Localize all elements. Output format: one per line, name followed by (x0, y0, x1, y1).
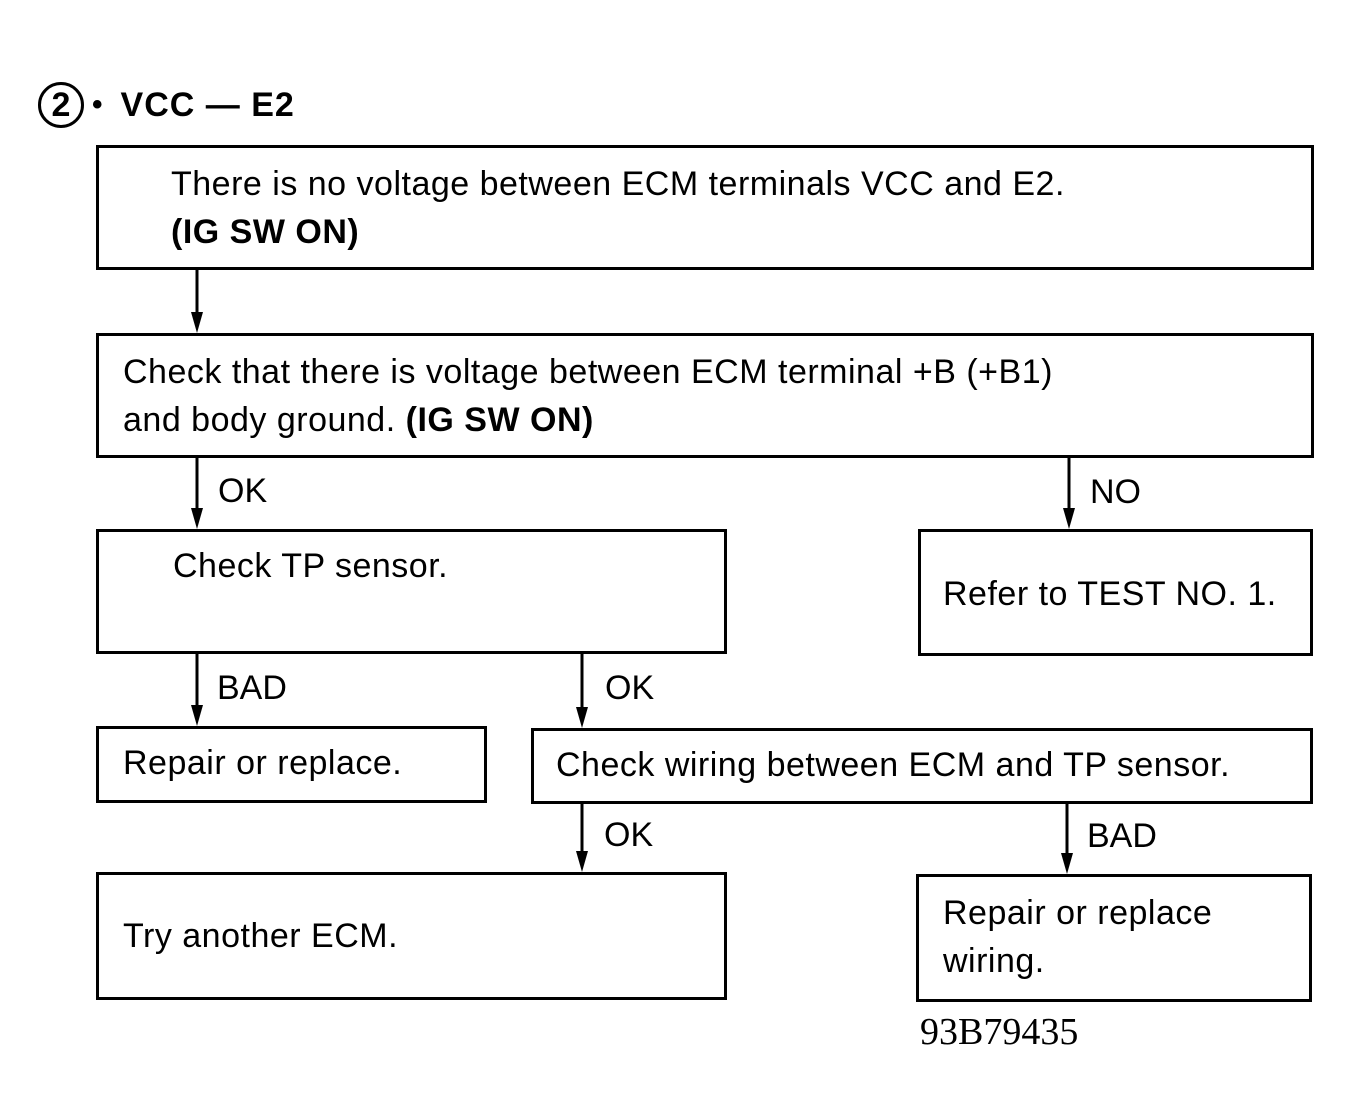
repair-replace-box: Repair or replace. (96, 726, 487, 803)
check-voltage-text-cont: and body ground. (123, 401, 396, 439)
check-wiring-box: Check wiring between ECM and TP sensor. (531, 728, 1313, 804)
check-voltage-line2: and body ground. (IG SW ON) (123, 396, 1311, 444)
arrowhead-icon (191, 312, 203, 333)
repair-wiring-box: Repair or replace wiring. (916, 874, 1312, 1002)
arrowhead-icon (191, 705, 203, 726)
bullet-icon: • (92, 88, 103, 121)
check-wiring-text: Check wiring between ECM and TP sensor. (556, 746, 1231, 784)
check-voltage-box: Check that there is voltage between ECM … (96, 333, 1314, 458)
symptom-text: There is no voltage between ECM terminal… (171, 165, 1065, 203)
repair-wiring-text: Repair or replace (943, 894, 1213, 932)
branch-label-no: NO (1090, 473, 1141, 511)
check-voltage-text: Check that there is voltage between ECM … (123, 353, 1053, 391)
refer-test-text: Refer to TEST NO. 1. (943, 575, 1277, 613)
symptom-condition: (IG SW ON) (171, 213, 360, 251)
branch-label-ok: OK (604, 816, 654, 854)
repair-wiring-text-cont: wiring. (943, 942, 1045, 980)
symptom-box: There is no voltage between ECM terminal… (96, 145, 1314, 270)
branch-label-ok: OK (218, 472, 268, 510)
branch-label-bad: BAD (217, 669, 287, 707)
refer-test-box: Refer to TEST NO. 1. (918, 529, 1313, 656)
try-another-ecm-box: Try another ECM. (96, 872, 727, 1000)
heading-title: VCC — E2 (120, 85, 295, 124)
section-heading: 2 • VCC — E2 (38, 80, 295, 130)
arrowhead-icon (576, 851, 588, 872)
check-voltage-condition: (IG SW ON) (405, 401, 594, 439)
arrowhead-icon (191, 508, 203, 529)
step-number-circle: 2 (38, 82, 84, 128)
arrowhead-icon (1063, 508, 1075, 529)
check-tp-sensor-text: Check TP sensor. (173, 547, 449, 585)
branch-label-ok: OK (605, 669, 655, 707)
arrowhead-icon (576, 707, 588, 728)
arrowhead-icon (1061, 853, 1073, 874)
repair-replace-text: Repair or replace. (123, 744, 403, 782)
figure-id: 93B79435 (920, 1011, 1079, 1053)
branch-label-bad: BAD (1087, 817, 1157, 855)
check-tp-sensor-box: Check TP sensor. (96, 529, 727, 654)
try-another-ecm-text: Try another ECM. (123, 917, 399, 955)
